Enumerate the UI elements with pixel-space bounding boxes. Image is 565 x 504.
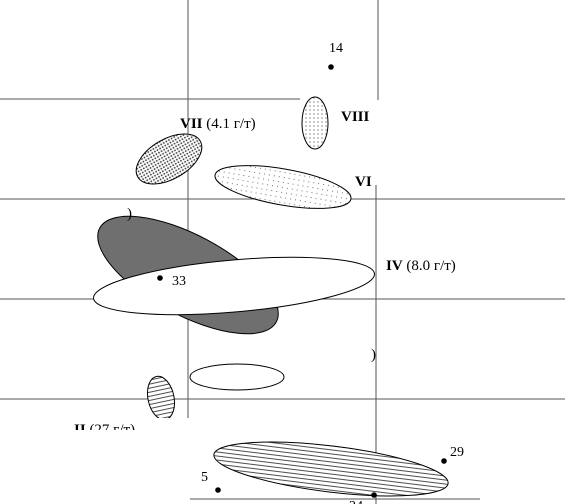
label-vii: VII (4.1 г/т) bbox=[180, 116, 256, 132]
point-29-label: 29 bbox=[450, 445, 464, 460]
label-iv-value: (8.0 г/т) bbox=[403, 258, 456, 274]
point-29 bbox=[441, 458, 447, 464]
label-vii-value: (4.1 г/т) bbox=[203, 116, 256, 132]
point-14-label: 14 bbox=[329, 41, 343, 56]
point-5-label: 5 bbox=[201, 470, 208, 485]
label-iv: IV (8.0 г/т) bbox=[386, 258, 456, 274]
label-viii: VIII bbox=[341, 109, 370, 125]
zone-ii bbox=[146, 375, 176, 421]
zone-vii bbox=[135, 133, 203, 185]
zone-vi bbox=[214, 165, 352, 209]
zone-bottom bbox=[213, 441, 449, 497]
mask-ii-right bbox=[152, 418, 192, 440]
label-iv-roman: IV bbox=[386, 258, 403, 274]
label-vii-roman: VII bbox=[180, 116, 203, 132]
mask-right-top bbox=[381, 100, 565, 185]
label-v-paren: ) bbox=[127, 206, 132, 222]
point-14 bbox=[328, 64, 334, 70]
mask-viii-right bbox=[381, 105, 411, 129]
zone-viii bbox=[301, 96, 329, 150]
sample-points: 14 33 29 5 24 bbox=[157, 41, 464, 504]
zone-small-white bbox=[189, 363, 285, 391]
point-24-label: 24 bbox=[349, 499, 363, 504]
point-33-label: 33 bbox=[172, 274, 186, 289]
point-24 bbox=[371, 492, 377, 498]
zone-iv bbox=[93, 256, 375, 316]
label-iii-paren: ) bbox=[371, 347, 376, 363]
point-5 bbox=[215, 487, 221, 493]
mask-vi-right bbox=[378, 170, 408, 194]
label-vi: VI bbox=[355, 174, 372, 190]
mask-ii-bottom bbox=[70, 430, 160, 442]
point-33 bbox=[157, 275, 163, 281]
